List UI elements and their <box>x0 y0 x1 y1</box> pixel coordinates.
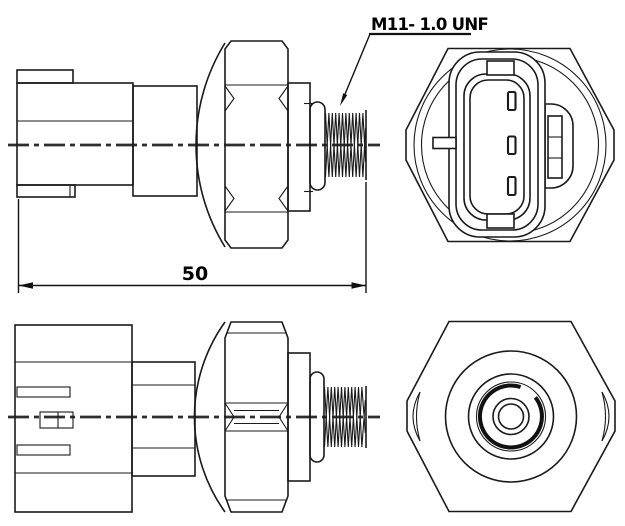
keyway-tab <box>432 136 457 150</box>
thread <box>324 110 367 180</box>
o-ring <box>309 101 326 191</box>
connector-housing-side <box>16 69 198 198</box>
vertex-chamfer-crescent <box>601 391 610 442</box>
connector-bottom-tab <box>16 184 76 198</box>
hex-outline-front <box>405 47 615 243</box>
hex-nut-side <box>195 40 289 249</box>
dim-arrowhead-right <box>351 282 366 289</box>
leader-line <box>342 33 371 100</box>
connector-body <box>16 82 134 186</box>
o-ring <box>309 371 325 463</box>
chamfer-circle <box>444 350 578 483</box>
latch-stack <box>547 115 563 179</box>
pin-1 <box>506 90 517 112</box>
port-counterbore-circle <box>492 397 530 436</box>
boss-circle <box>467 373 555 460</box>
rear-view-port <box>406 320 616 513</box>
length-dimension: 50 <box>17 182 367 293</box>
hex-corner-facet <box>224 402 235 432</box>
thread-end-side-rotated <box>287 352 367 482</box>
vertex-chamfer-crescent <box>601 391 607 442</box>
side-view-bottom <box>8 321 380 513</box>
sensor-mid-body-rotated <box>131 361 196 477</box>
latch-slot-lower <box>16 444 71 456</box>
hex-corner-facet <box>278 402 289 432</box>
key-bottom <box>486 213 515 229</box>
terminal-pins <box>506 90 517 197</box>
vertex-chamfer-crescent <box>412 391 421 442</box>
hex-corner-facet <box>224 185 235 212</box>
thread-hatch <box>324 112 367 178</box>
hex-corner-facet <box>224 85 235 112</box>
center-detent <box>39 411 74 429</box>
hex-nut-side-rotated <box>193 321 289 513</box>
key-top <box>486 60 515 76</box>
thread <box>323 386 367 448</box>
hex-corner-facet <box>278 85 289 112</box>
connector-housing-side-rotated <box>14 324 196 513</box>
thread-hatch <box>323 386 366 448</box>
pin-2 <box>506 135 517 156</box>
pin-3 <box>506 175 517 197</box>
latch-slot-upper <box>16 386 71 398</box>
port-hole <box>497 403 525 430</box>
sensor-mid-body <box>132 85 198 197</box>
front-view-connector <box>405 47 615 243</box>
hex-outline <box>224 40 289 249</box>
leader-arrowhead <box>340 93 348 106</box>
thread-major-circle <box>475 381 547 452</box>
dimension-value: 50 <box>182 263 208 285</box>
chamfer-bulge-arc <box>195 42 226 248</box>
hex-outline <box>224 321 289 513</box>
thread-end-side <box>287 82 367 212</box>
thread-hatch <box>324 112 367 178</box>
dim-arrowhead-left <box>18 282 33 289</box>
thread-minor-arc <box>477 383 544 450</box>
vertex-chamfer-crescent <box>415 391 421 442</box>
chamfer-bulge-arc <box>193 321 226 513</box>
side-view-top <box>8 40 380 249</box>
thread-callout: M11- 1.0 UNF <box>340 15 489 106</box>
hex-outline-rear <box>406 320 616 513</box>
thread-hatch <box>323 386 366 448</box>
hex-corner-facet <box>278 185 289 212</box>
connector-top-tab <box>16 69 74 84</box>
thread-label: M11- 1.0 UNF <box>371 15 488 34</box>
